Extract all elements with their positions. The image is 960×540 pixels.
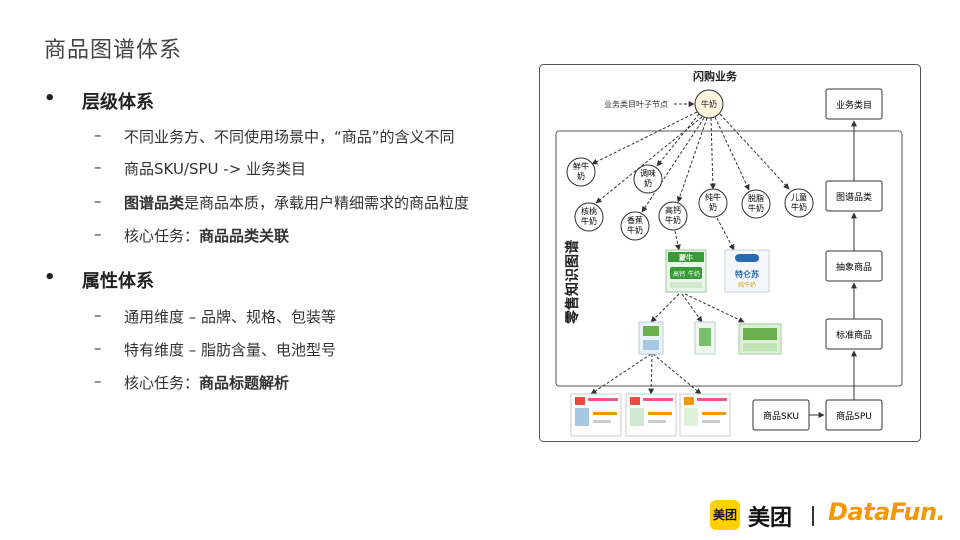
dash: – xyxy=(94,192,102,210)
root-edges xyxy=(591,111,790,213)
svg-text:抽象商品: 抽象商品 xyxy=(836,261,872,273)
dash: – xyxy=(94,225,102,243)
category-node-highlight: 高钙 牛奶 xyxy=(658,201,688,231)
hierarchy-box-spu: 商品SPU xyxy=(825,399,883,431)
section-heading-text: 属性体系 xyxy=(82,271,154,292)
svg-text:牛奶: 牛奶 xyxy=(688,270,700,278)
hierarchy-box-sku: 商品SKU xyxy=(752,399,810,431)
spu-product-image xyxy=(694,321,716,355)
item-text: 核心任务： xyxy=(124,374,200,392)
svg-text:脱脂: 脱脂 xyxy=(748,193,764,203)
svg-text:标准商品: 标准商品 xyxy=(836,329,872,341)
svg-text:图谱品类: 图谱品类 xyxy=(836,191,872,203)
svg-text:高钙: 高钙 xyxy=(673,270,685,278)
svg-text:高钙: 高钙 xyxy=(665,205,681,215)
svg-text:奶: 奶 xyxy=(709,202,717,212)
svg-text:儿童: 儿童 xyxy=(791,192,807,202)
sku-listing-thumbnail xyxy=(570,393,622,437)
svg-text:商品SKU: 商品SKU xyxy=(763,410,799,422)
svg-text:商品SPU: 商品SPU xyxy=(836,410,872,422)
svg-text:牛奶: 牛奶 xyxy=(748,203,764,213)
svg-text:牛奶: 牛奶 xyxy=(791,202,807,212)
svg-text:奶: 奶 xyxy=(644,178,652,188)
outer-title: 闪购业务 xyxy=(693,69,738,83)
category-node: 脱脂 牛奶 xyxy=(741,189,771,219)
product-card-mengniu: 蒙牛 高钙 牛奶 xyxy=(665,249,707,293)
leaf-label: 业务类目叶子节点 xyxy=(604,99,668,109)
category-node: 儿童 牛奶 xyxy=(784,188,814,218)
category-node: 核桃 牛奶 xyxy=(574,202,604,232)
item-bold: 图谱品类 xyxy=(124,194,185,212)
svg-text:核桃: 核桃 xyxy=(581,206,597,216)
hierarchy-box-abstract-product: 抽象商品 xyxy=(825,250,883,282)
item-text: 特有维度 – 脂肪含量、电池型号 xyxy=(124,341,337,359)
root-node-label: 牛奶 xyxy=(701,99,717,109)
item-bold: 商品标题解析 xyxy=(199,374,290,392)
svg-text:奶: 奶 xyxy=(577,171,585,181)
datafun-logo: DataFun. xyxy=(828,498,946,526)
svg-text:牛奶: 牛奶 xyxy=(581,216,597,226)
svg-text:牛奶: 牛奶 xyxy=(665,215,681,225)
hierarchy-box-graph-category: 图谱品类 xyxy=(825,180,883,212)
dash: – xyxy=(94,339,102,357)
product-card-telunsu: 特仑苏 纯牛奶 xyxy=(724,249,770,293)
dash: – xyxy=(94,126,102,144)
svg-text:香蕉: 香蕉 xyxy=(627,215,643,225)
dash: – xyxy=(94,372,102,390)
node-to-card-edges xyxy=(590,217,745,395)
item-text: 不同业务方、不同使用场景中，“商品”的含义不同 xyxy=(124,128,455,146)
sku-listing-thumbnail xyxy=(625,393,677,437)
sku-listing-thumbnail xyxy=(679,393,731,437)
category-node: 香蕉 牛奶 xyxy=(620,211,650,241)
hierarchy-edges xyxy=(809,120,857,418)
logo-divider xyxy=(812,506,814,526)
spu-product-image xyxy=(738,323,782,355)
svg-text:蒙牛: 蒙牛 xyxy=(679,253,693,262)
page-title: 商品图谱体系 xyxy=(44,38,183,63)
hierarchy-box-business-category: 业务类目 xyxy=(825,88,883,120)
section-heading-text: 层级体系 xyxy=(82,92,154,113)
svg-text:牛奶: 牛奶 xyxy=(627,225,643,235)
meituan-logo-text: 美团 xyxy=(748,506,793,531)
spu-product-image xyxy=(638,321,664,355)
bullet-dot: • xyxy=(44,88,56,109)
dash: – xyxy=(94,306,102,324)
svg-text:业务类目: 业务类目 xyxy=(836,99,872,111)
footer-logo: 美团 美团 DataFun. xyxy=(710,498,950,534)
root-node xyxy=(694,89,724,119)
category-node: 鲜牛 奶 xyxy=(566,157,596,187)
item-bold: 商品品类关联 xyxy=(199,227,290,245)
kg-label: 零售知识图谱 xyxy=(564,240,581,325)
knowledge-graph-diagram: 闪购业务 零售知识图谱 业务类目叶子节点 牛奶 鲜牛 奶 调味 奶 核桃 牛奶 … xyxy=(539,64,921,442)
category-node-highlight: 纯牛 奶 xyxy=(698,188,728,218)
svg-text:纯牛奶: 纯牛奶 xyxy=(738,281,756,289)
svg-text:特仑苏: 特仑苏 xyxy=(735,269,759,279)
item-text: 商品SKU/SPU -> 业务类目 xyxy=(124,160,307,178)
item-text: 通用维度 – 品牌、规格、包装等 xyxy=(124,308,337,326)
svg-text:调味: 调味 xyxy=(640,168,656,178)
item-text-post: 是商品本质，承载用户精细需求的商品粒度 xyxy=(184,194,470,212)
dash: – xyxy=(94,158,102,176)
svg-text:纯牛: 纯牛 xyxy=(705,192,721,202)
bullet-dot: • xyxy=(44,267,56,288)
category-node: 调味 奶 xyxy=(633,164,663,194)
svg-text:鲜牛: 鲜牛 xyxy=(573,161,589,171)
hierarchy-box-standard-product: 标准商品 xyxy=(825,318,883,350)
item-text: 核心任务： xyxy=(124,227,200,245)
meituan-logo-icon: 美团 xyxy=(710,500,740,530)
